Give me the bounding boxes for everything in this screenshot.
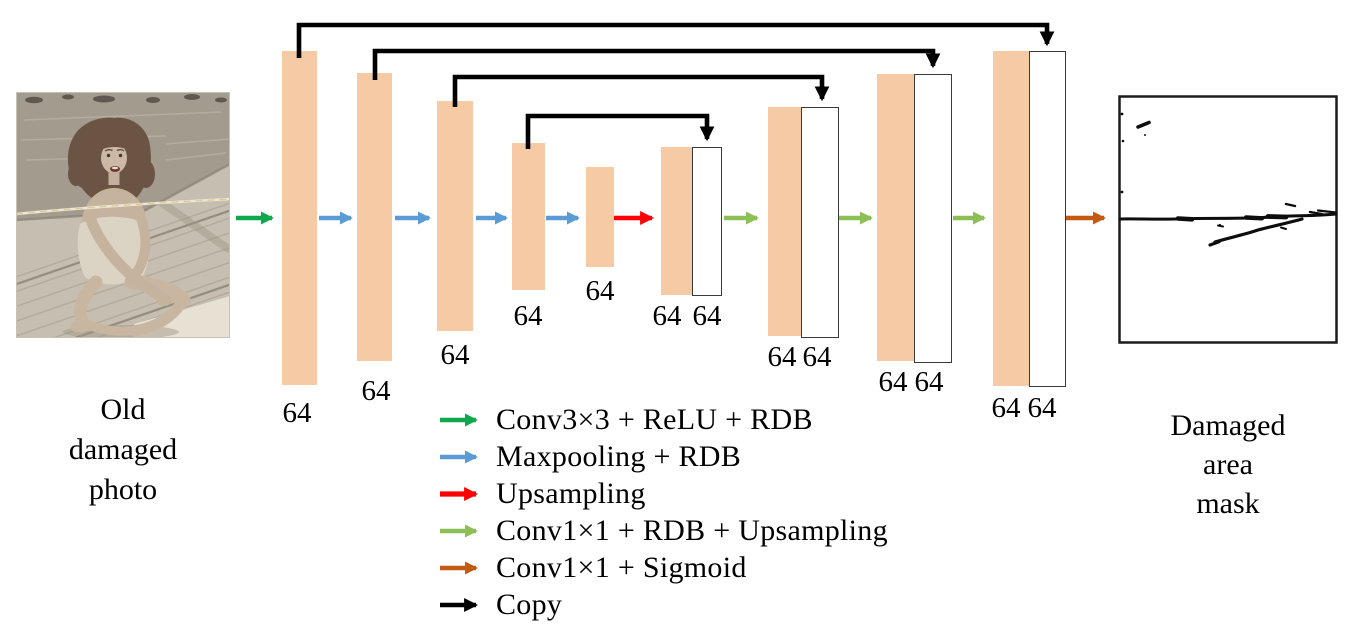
decoder-conv-bar-2: [768, 107, 801, 336]
photo-boats: [25, 94, 227, 104]
decoder-conv-bar-3: [877, 74, 914, 361]
crack-paths: [1118, 120, 1338, 247]
photo-damage-scratch: [16, 197, 230, 216]
legend-item-maxpooling: Maxpooling + RDB: [438, 440, 888, 473]
decoder-skip-bar-4: [1029, 51, 1066, 387]
photo-edge: [16, 92, 230, 338]
output-caption-line-1: Damaged: [1170, 409, 1286, 442]
decoder-skip-bar-2: [801, 107, 839, 338]
output-caption: Damaged area mask: [1118, 406, 1338, 523]
conv1x1-upsampling-arrow-icon: [440, 524, 478, 538]
output-caption-line-3: mask: [1196, 487, 1260, 520]
maxpooling-arrow-icon: [440, 450, 478, 464]
decoder-4-conv-label: 64: [991, 392, 1021, 424]
decoder-1-conv-label: 64: [652, 300, 682, 332]
conv1x1-sigmoid-arrow-icon: [440, 561, 478, 575]
input-caption: Old damaged photo: [16, 390, 230, 510]
output-caption-line-2: area: [1203, 448, 1253, 481]
encoder-bar-4: [512, 143, 545, 290]
encoder-bar-2: [357, 73, 392, 361]
decoder-skip-bar-3: [914, 74, 952, 363]
conv3x3-arrow-icon: [440, 413, 478, 427]
decoder-1-copy-label: 64: [692, 300, 722, 332]
decoder-2-copy-label: 64: [802, 341, 832, 373]
input-caption-line-2: damaged: [68, 433, 178, 466]
copy-arrow-1: [296, 22, 1055, 58]
legend-item-conv1x1-sigmoid: Conv1×1 + Sigmoid: [438, 551, 888, 584]
decoder-2-conv-label: 64: [767, 341, 797, 373]
legend-label: Conv1×1 + RDB + Upsampling: [496, 514, 888, 547]
legend-item-copy: Copy: [438, 588, 888, 621]
legend-label: Upsampling: [496, 477, 646, 510]
photo-woman-figure: [63, 117, 191, 338]
copy-arrow-4: [525, 113, 715, 149]
damaged-area-mask-image: [1118, 95, 1338, 344]
copy-arrow-2: [372, 48, 941, 80]
legend-label: Conv1×1 + Sigmoid: [496, 551, 747, 584]
encoder-bar-1: [282, 51, 317, 385]
input-caption-line-3: photo: [88, 473, 158, 506]
decoder-3-copy-label: 64: [914, 366, 944, 398]
decoder-conv-bar-4: [993, 51, 1029, 386]
encoder-bar-1-label: 64: [282, 397, 312, 429]
decoder-skip-bar-1: [692, 147, 722, 296]
legend: Conv3×3 + ReLU + RDB Maxpooling + RDB Up…: [438, 403, 888, 621]
old-damaged-photo-image: [16, 92, 230, 338]
encoder-bar-5: [586, 167, 614, 267]
legend-item-conv1x1-upsampling: Conv1×1 + RDB + Upsampling: [438, 514, 888, 547]
encoder-bar-3: [437, 101, 473, 331]
upsampling-arrow-icon: [440, 487, 479, 501]
decoder-3-conv-label: 64: [878, 366, 908, 398]
crack-specks: [1120, 112, 1222, 227]
copy-arrow-3: [452, 74, 830, 107]
encoder-bar-2-label: 64: [361, 375, 391, 407]
legend-label: Copy: [496, 588, 563, 621]
legend-item-conv3x3: Conv3×3 + ReLU + RDB: [438, 403, 888, 436]
legend-label: Conv3×3 + ReLU + RDB: [496, 403, 813, 436]
decoder-conv-bar-1: [661, 147, 692, 295]
legend-label: Maxpooling + RDB: [496, 440, 742, 473]
decoder-4-copy-label: 64: [1027, 392, 1057, 424]
encoder-bar-3-label: 64: [440, 339, 470, 371]
copy-arrow-icon: [440, 598, 479, 612]
encoder-bar-4-label: 64: [513, 300, 543, 332]
input-caption-line-1: Old: [100, 393, 146, 426]
encoder-bar-5-label: 64: [585, 275, 615, 307]
legend-item-upsampling: Upsampling: [438, 477, 888, 510]
